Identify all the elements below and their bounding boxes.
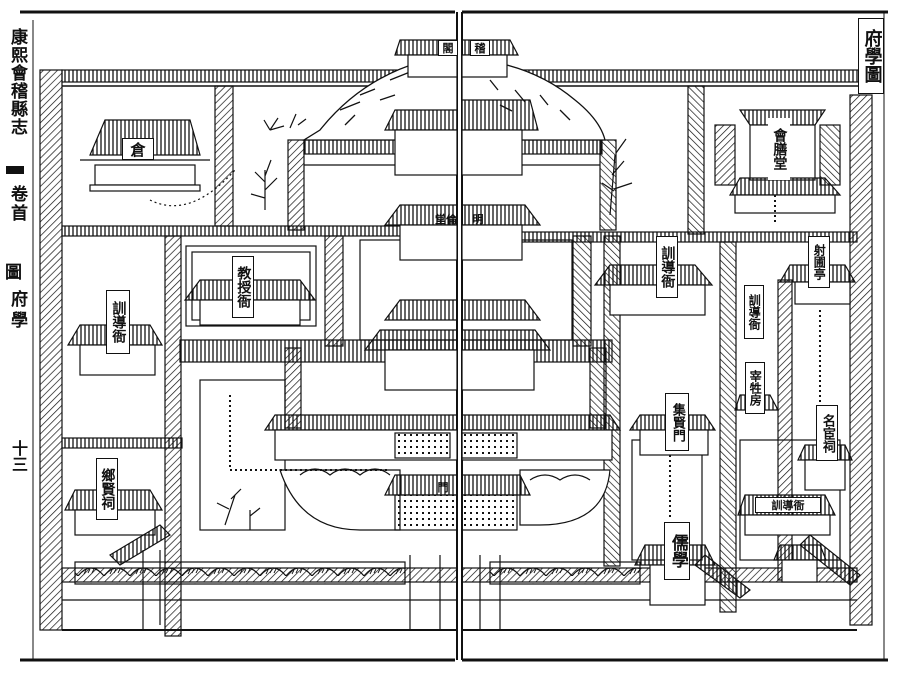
margin-black-mark <box>6 166 24 174</box>
label-gathering-worthies-gate: 集賢門 <box>665 393 689 451</box>
long-halls <box>263 414 622 461</box>
label-archery-pavilion: 射圃亭 <box>808 236 830 288</box>
label-assembly-hall: 會膳堂 <box>768 118 790 180</box>
label-pavilion-top-left: 閣 <box>438 40 458 56</box>
map-title: 府學圖 <box>858 18 884 94</box>
dotted-paths <box>229 195 821 520</box>
label-sacrifice-room: 宰牲房 <box>745 362 765 414</box>
label-instructor-office-small: 訓導衙 <box>744 285 764 339</box>
outer-wall <box>39 69 873 631</box>
stairs-right <box>799 534 861 586</box>
margin-page-number: 十三 <box>9 440 28 472</box>
label-confucian-school: 儒學 <box>664 522 690 580</box>
label-hall-right-fragment: 明 <box>472 213 484 226</box>
stairs-gate <box>694 554 751 599</box>
margin-subject: 府學 <box>7 290 27 332</box>
margin-volume: 卷首 <box>7 185 27 223</box>
rear-pavilion <box>384 39 539 176</box>
label-hall-left-fragment: 堂倫 <box>435 213 457 226</box>
margin-book-title: 康熙會稽縣志 <box>7 28 27 136</box>
label-professor-office: 教授衙 <box>232 256 254 318</box>
label-instructor-office-right: 訓導衙 <box>656 236 678 298</box>
trees <box>149 113 633 530</box>
granary-building <box>80 119 210 192</box>
label-pavilion-top-right: 稽 <box>470 40 490 56</box>
lecture-hall <box>383 204 542 261</box>
label-local-worthies-shrine: 鄉賢祠 <box>96 458 118 520</box>
label-instructor-office-left: 訓導衙 <box>106 290 130 354</box>
main-hall <box>363 299 552 391</box>
instructor-office-building-right <box>593 264 714 316</box>
inner-gate <box>384 474 531 531</box>
label-famous-officials-shrine: 名宦祠 <box>816 405 838 461</box>
label-instructor-office-bottom: 訓導衙 <box>755 497 821 513</box>
moat <box>74 550 641 630</box>
label-inner-gate: 門 <box>437 481 449 494</box>
margin-section: 圖 <box>5 263 22 283</box>
local-worthies-shrine-building <box>64 489 164 536</box>
label-granary: 倉 <box>122 138 154 160</box>
